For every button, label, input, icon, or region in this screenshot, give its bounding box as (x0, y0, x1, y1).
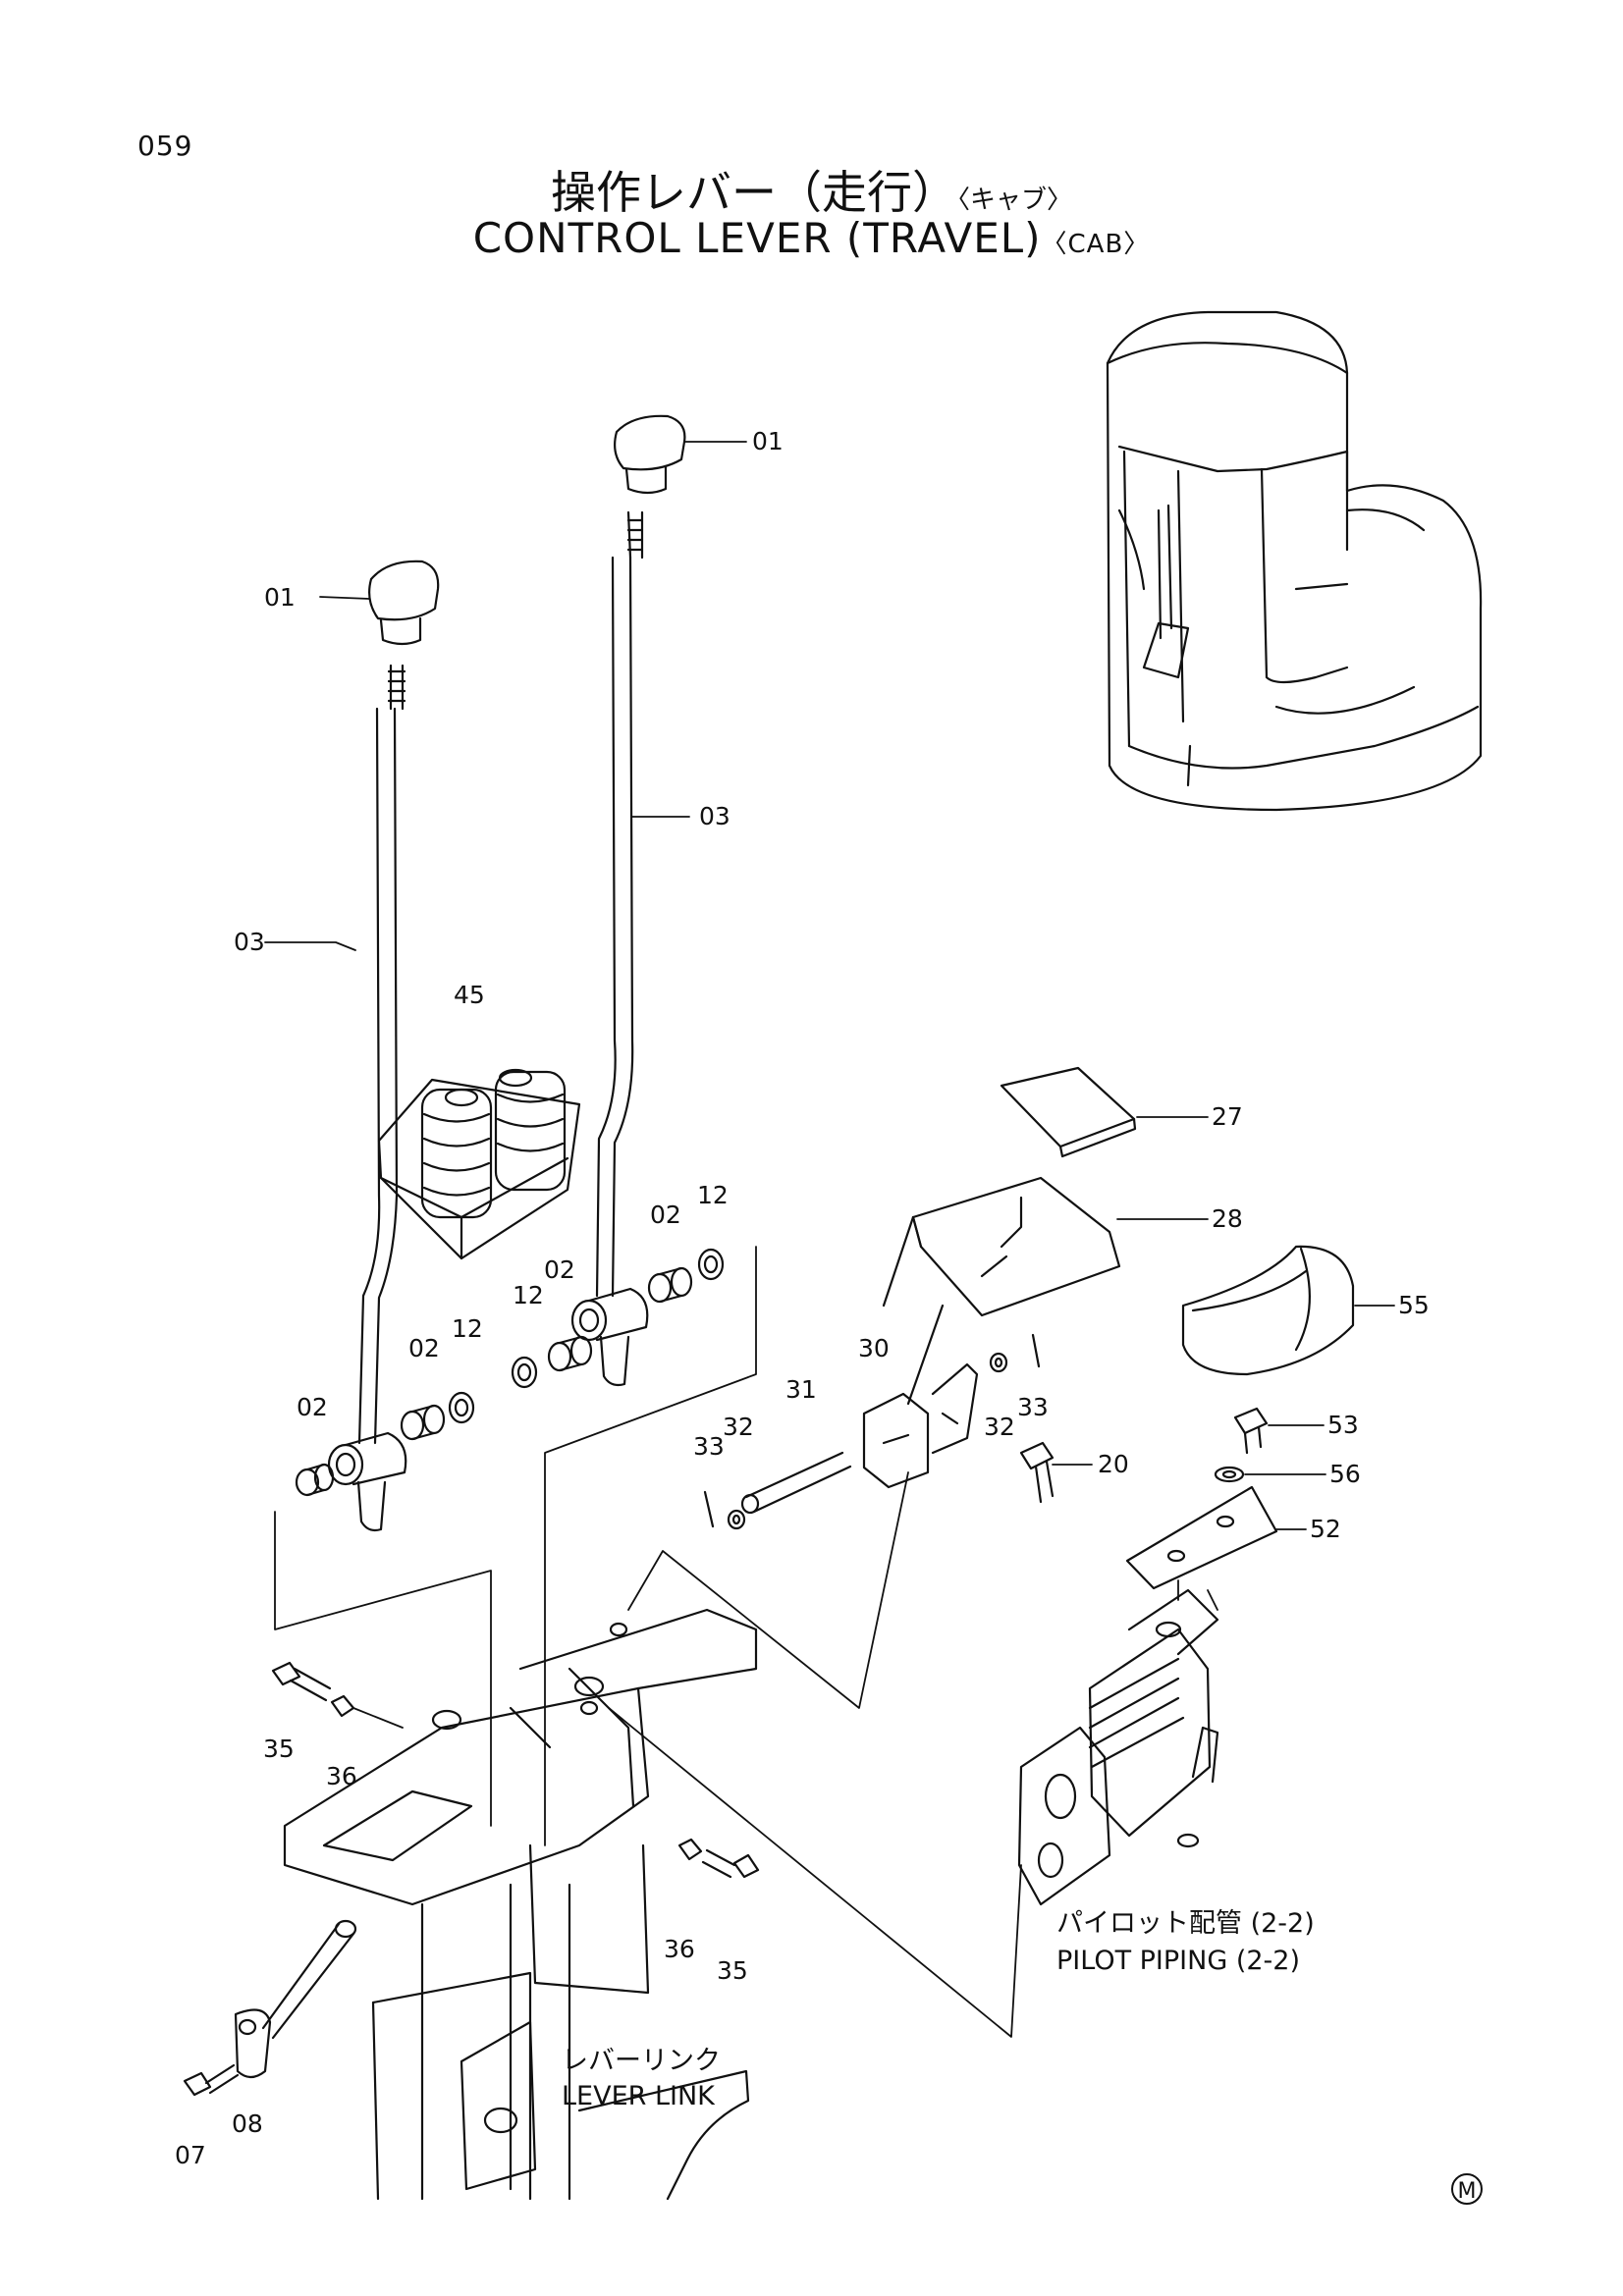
pilot-valve (1017, 1588, 1219, 1906)
callout-32: 32 (723, 1413, 754, 1441)
page-number: 059 (137, 130, 193, 162)
m-mark: M (1451, 2173, 1483, 2205)
knob-right (614, 414, 686, 560)
callout-55: 55 (1398, 1291, 1430, 1319)
pedal-pin (740, 1451, 852, 1515)
bolts-nuts (271, 1661, 760, 1879)
callout-33: 33 (693, 1432, 725, 1461)
link-pin (183, 1919, 357, 2097)
callout-45: 45 (454, 981, 485, 1009)
cab-illustration (1106, 310, 1483, 812)
lever-bosses (327, 1287, 649, 1532)
callout-20: 20 (1098, 1450, 1129, 1478)
pin-washers (703, 1333, 1041, 1530)
note-lever-link-en: LEVER LINK (562, 2081, 716, 2111)
callout-31: 31 (785, 1375, 817, 1404)
callout-52: 52 (1310, 1515, 1341, 1543)
bolt-20 (1019, 1441, 1055, 1504)
callout-08: 08 (232, 2109, 263, 2138)
callout-02: 02 (408, 1334, 440, 1362)
callout-01: 01 (752, 427, 784, 455)
title-jp-main: 操作レバー（走行） (550, 166, 957, 219)
callout-02: 02 (297, 1393, 328, 1421)
callout-36: 36 (664, 1935, 695, 1963)
mounting-plate (1125, 1485, 1278, 1590)
callout-35: 35 (263, 1735, 295, 1763)
rubber-boot (377, 1068, 581, 1260)
bolt-53 (1214, 1407, 1269, 1483)
callout-30: 30 (858, 1334, 890, 1362)
callout-33: 33 (1017, 1393, 1049, 1421)
lever-frame (283, 1608, 758, 2201)
callout-03: 03 (699, 802, 730, 830)
lever-left (357, 707, 399, 1445)
callout-07: 07 (175, 2141, 206, 2169)
knob-left (368, 560, 440, 711)
callout-03: 03 (234, 928, 265, 956)
note-lever-link-jp: レバーリンク (562, 2046, 721, 2076)
callout-12: 12 (452, 1314, 483, 1343)
pedal-pad (1000, 1066, 1137, 1158)
callout-56: 56 (1329, 1460, 1361, 1488)
note-pilot-piping-jp: パイロット配管 (2-2) (1056, 1908, 1315, 1939)
callout-32: 32 (984, 1413, 1015, 1441)
callout-labels: 01 01 03 03 45 27 28 55 02 12 02 12 02 1… (175, 427, 1430, 2169)
note-pilot-piping-en: PILOT PIPING (2-2) (1056, 1946, 1300, 1976)
callout-35: 35 (717, 1956, 748, 1985)
bushings-washers (295, 1248, 725, 1497)
callout-36: 36 (326, 1762, 357, 1790)
title-en-suffix: 〈CAB〉 (1041, 230, 1151, 259)
m-mark-letter: M (1458, 2179, 1477, 2204)
title-japanese: 操作レバー（走行）〈キャブ〉 (0, 157, 1623, 222)
callout-02: 02 (650, 1201, 681, 1229)
seat-cushion (1181, 1245, 1355, 1376)
callout-12: 12 (697, 1181, 729, 1209)
callout-12: 12 (513, 1281, 544, 1309)
title-english: CONTROL LEVER (TRAVEL)〈CAB〉 (0, 214, 1623, 262)
pedal-bracket (862, 1362, 979, 1489)
title-jp-suffix: 〈キャブ〉 (956, 186, 1072, 215)
callout-28: 28 (1212, 1204, 1243, 1233)
leader-lines (264, 441, 1395, 2038)
lever-right (595, 556, 634, 1298)
callout-02: 02 (544, 1255, 575, 1284)
callout-53: 53 (1327, 1411, 1359, 1439)
title-en-main: CONTROL LEVER (TRAVEL) (472, 214, 1042, 262)
pedal-plate (882, 1176, 1121, 1406)
callout-27: 27 (1212, 1102, 1243, 1131)
callout-01: 01 (264, 583, 296, 612)
